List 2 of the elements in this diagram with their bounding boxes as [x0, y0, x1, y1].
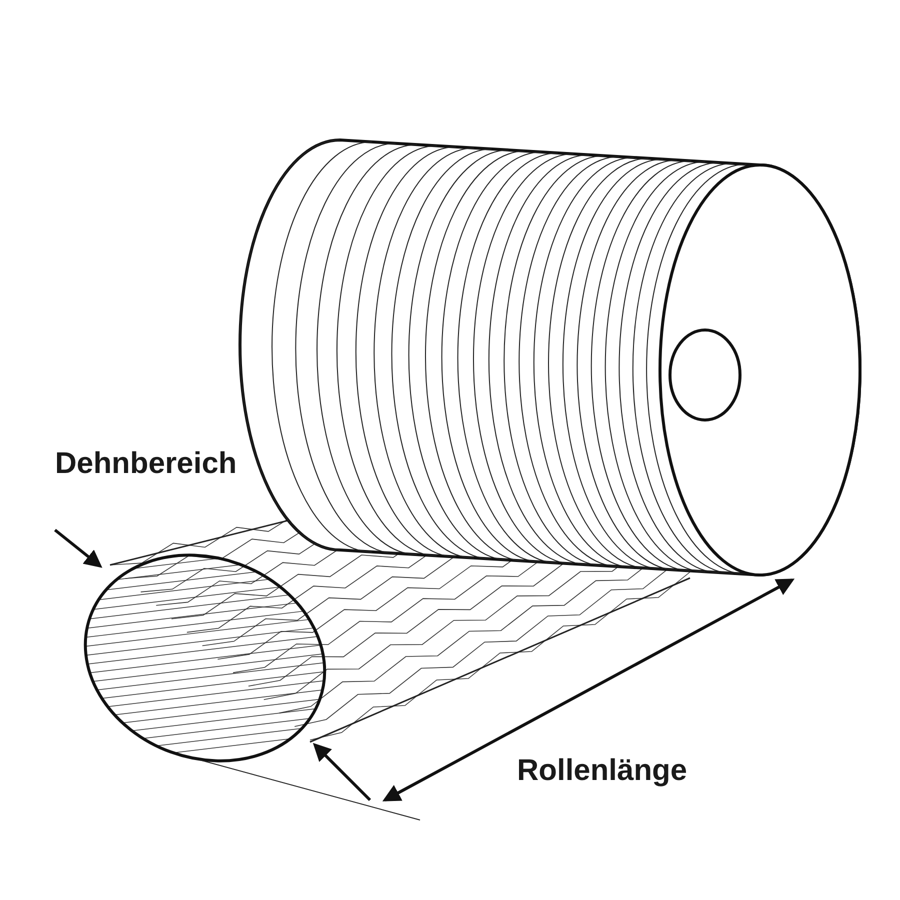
- dimension-label: Dehnbereich: [55, 447, 237, 481]
- dimension-label: Rollenlänge: [517, 754, 688, 788]
